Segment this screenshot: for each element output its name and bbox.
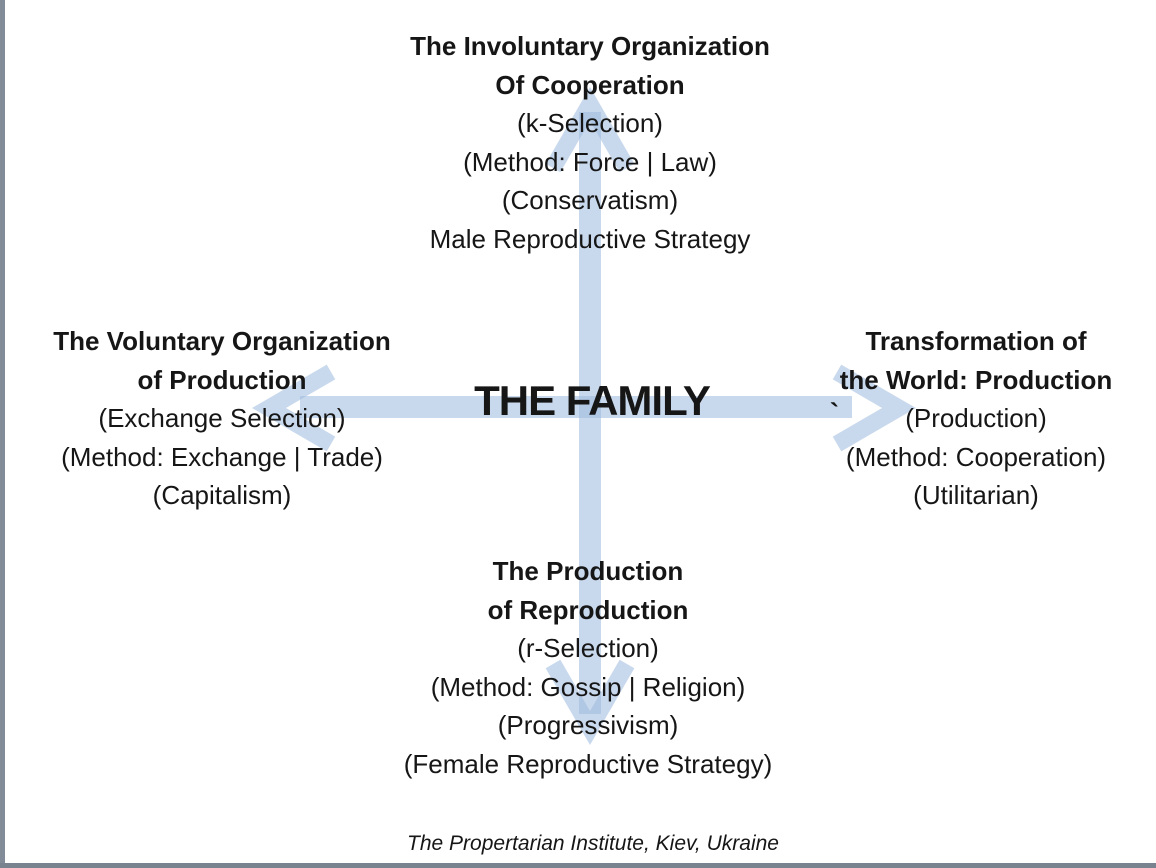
quadrant-right-detail-line: (Utilitarian) [913,480,1039,510]
window-left-border [0,0,5,868]
quadrant-right-detail-line: (Method: Cooperation) [845,441,1107,472]
quadrant-left-detail-line: (Exchange Selection) [98,403,346,433]
down-arrowhead-icon [545,659,635,745]
horizontal-arrow [252,364,916,452]
quadrant-bottom: The Production of Reproduction (r-Select… [293,552,883,783]
quadrant-left: The Voluntary Organization of Production… [17,322,427,515]
quadrant-left-title-line: The Voluntary Organization [53,326,391,356]
center-title: THE FAMILY [474,377,711,424]
quadrant-right-detail-line: (Production) [905,403,1047,433]
quadrant-bottom-title-line: of Reproduction [487,594,689,625]
quadrant-bottom-detail-line: (Progressivism) [497,710,679,740]
quadrant-right-title-line: the World: Production [839,364,1113,395]
quadrant-top-detail-line: (Conservatism) [501,185,679,215]
quadrant-right-title-line: Transformation of [865,326,1087,356]
up-arrowhead-icon [545,87,635,173]
quadrant-left-detail-line: (Method: Exchange | Trade) [61,441,383,472]
window-bottom-border [0,863,1156,868]
quadrant-bottom-detail-line: (Method: Gossip | Religion) [430,671,746,702]
horizontal-arrow-shaft [300,396,852,418]
quadrant-bottom-detail-line: (Female Reproductive Strategy) [403,748,773,779]
quadrant-top-detail-line: (Method: Force | Law) [463,146,717,177]
quadrant-left-detail-line: (Capitalism) [152,480,292,510]
quadrant-top: The Involuntary Organization Of Cooperat… [295,27,885,258]
footer-credit: The Propertarian Institute, Kiev, Ukrain… [407,832,779,855]
quadrant-bottom-detail-line: (r-Selection) [517,633,659,663]
quadrant-top-detail-line: (k-Selection) [517,108,663,138]
quadrant-right: Transformation of the World: Production … [771,322,1156,515]
right-arrowhead-icon [832,364,916,452]
quadrant-top-title-line: Of Cooperation [495,69,685,100]
quadrant-bottom-title-line: The Production [492,556,684,586]
left-arrowhead-icon [252,364,336,452]
quadrant-left-title-line: of Production [137,364,307,395]
quadrant-top-title-line: The Involuntary Organization [410,31,770,61]
stray-backtick-mark: ` [830,398,839,428]
quadrant-top-detail-line: Male Reproductive Strategy [429,223,751,254]
